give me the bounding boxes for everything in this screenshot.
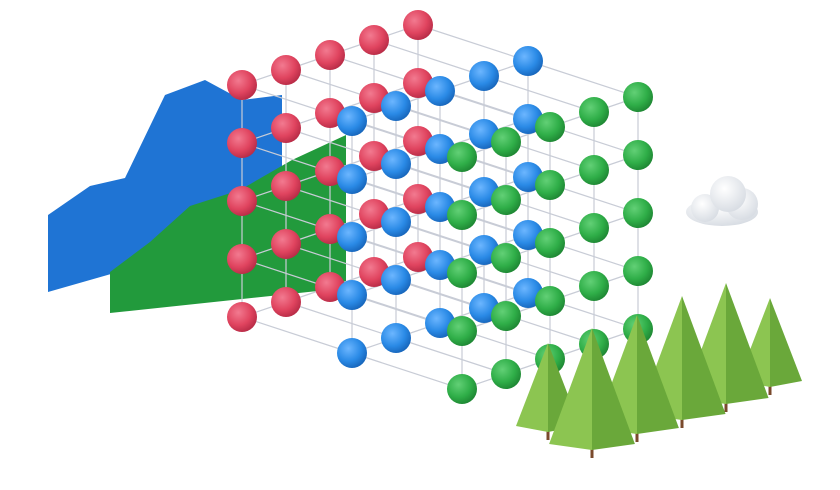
red-sphere (271, 287, 301, 317)
green-sphere (579, 213, 609, 243)
blue-sphere (381, 91, 411, 121)
red-sphere (227, 244, 257, 274)
red-sphere (227, 302, 257, 332)
blue-sphere (337, 106, 367, 136)
green-sphere (535, 170, 565, 200)
blue-sphere (337, 222, 367, 252)
blue-sphere (381, 207, 411, 237)
green-sphere (491, 301, 521, 331)
red-sphere (271, 55, 301, 85)
green-sphere (623, 198, 653, 228)
red-sphere (271, 229, 301, 259)
blue-sphere (381, 149, 411, 179)
red-sphere (227, 70, 257, 100)
red-sphere (403, 10, 433, 40)
red-sphere (359, 25, 389, 55)
cloud-icon (686, 176, 758, 226)
green-sphere (579, 97, 609, 127)
lattice-line (483, 75, 595, 113)
red-sphere (227, 128, 257, 158)
forest (515, 283, 803, 458)
lattice-line (373, 39, 485, 77)
green-sphere (535, 228, 565, 258)
lattice-line (395, 337, 507, 375)
blue-sphere (513, 46, 543, 76)
lattice-line (351, 352, 463, 390)
green-sphere (535, 286, 565, 316)
green-sphere (491, 127, 521, 157)
red-sphere (227, 186, 257, 216)
green-sphere (491, 243, 521, 273)
lattice-line (241, 316, 353, 354)
sphere-lattice-icon (227, 10, 653, 404)
green-sphere (491, 185, 521, 215)
green-sphere (491, 359, 521, 389)
lattice-line (285, 301, 397, 339)
blue-sphere (469, 61, 499, 91)
green-sphere (535, 112, 565, 142)
lattice-line (417, 24, 529, 62)
green-sphere (447, 258, 477, 288)
tree-icon (549, 328, 635, 458)
green-sphere (623, 256, 653, 286)
red-sphere (315, 40, 345, 70)
blue-sphere (337, 338, 367, 368)
green-sphere (623, 140, 653, 170)
green-sphere (623, 82, 653, 112)
blue-sphere (381, 323, 411, 353)
red-sphere (271, 171, 301, 201)
lattice-line (527, 60, 639, 98)
green-sphere (579, 271, 609, 301)
blue-sphere (425, 76, 455, 106)
green-sphere (447, 316, 477, 346)
red-sphere (271, 113, 301, 143)
blue-sphere (337, 164, 367, 194)
green-sphere (447, 374, 477, 404)
blue-sphere (381, 265, 411, 295)
green-sphere (579, 155, 609, 185)
green-sphere (447, 200, 477, 230)
blue-sphere (337, 280, 367, 310)
green-sphere (447, 142, 477, 172)
